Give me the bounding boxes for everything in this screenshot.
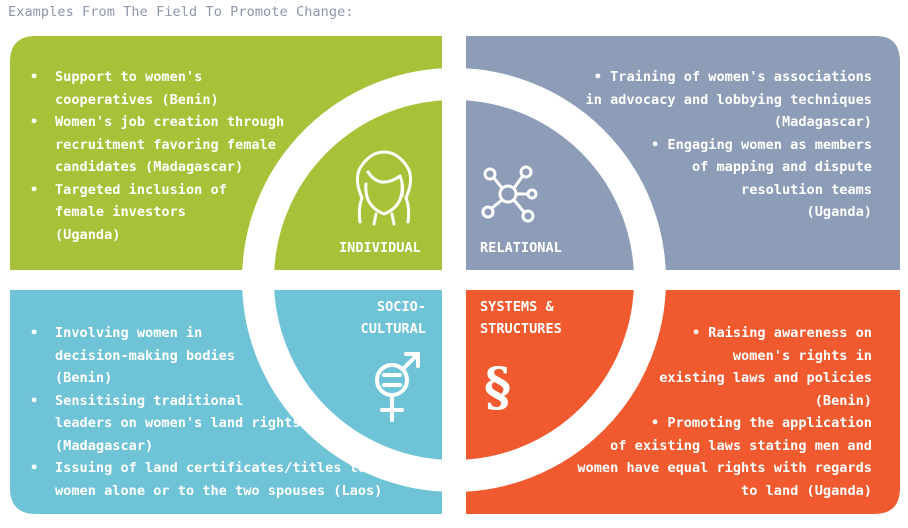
list-item-line: (Uganda) — [55, 226, 121, 243]
systems-label: SYSTEMS & STRUCTURES — [480, 296, 562, 340]
list-item-line: of mapping and dispute — [691, 159, 872, 175]
socio-cultural-text: Involving women in decision-making bodies… — [22, 322, 382, 502]
systems-text: • Raising awareness on women's rights in e… — [577, 322, 872, 502]
page-title: Examples From The Field To Promote Chang… — [8, 4, 354, 20]
list-item-line: women alone or to the two spouses (Laos) — [55, 482, 383, 499]
list-item-line: female investors — [55, 204, 186, 220]
list-item-line: Targeted inclusion of — [55, 181, 227, 198]
list-item-line: Issuing of land certificates/titles to — [55, 460, 366, 476]
individual-list: Support to women's cooperatives (Benin) Wo… — [22, 66, 284, 246]
relational-label: RELATIONAL — [480, 240, 562, 256]
list-item-line: (Madagascar) — [773, 114, 872, 130]
woman-face-icon — [355, 150, 413, 226]
individual-label: INDIVIDUAL — [339, 240, 421, 256]
list-item-line: resolution teams — [741, 181, 872, 198]
list-item-line: women's rights in — [732, 347, 872, 364]
individual-text: Support to women's cooperatives (Benin) Wo… — [22, 66, 284, 246]
list-item-line: cooperatives (Benin) — [55, 91, 219, 108]
list-item: • Promoting the application of existing l… — [577, 412, 872, 502]
systems-list: • Raising awareness on women's rights in e… — [577, 322, 872, 502]
list-item-line: to land (Uganda) — [741, 482, 872, 499]
list-item: Sensitising traditional leaders on women'… — [22, 390, 382, 458]
list-item-line: decision-making bodies — [55, 347, 236, 364]
list-item: Involving women in decision-making bodies… — [22, 322, 382, 390]
list-item-line: recruitment favoring female — [55, 136, 276, 153]
list-item: • Raising awareness on women's rights in e… — [577, 322, 872, 412]
list-item-line: Involving women in — [55, 325, 203, 341]
list-item-line: • Raising awareness on — [691, 325, 872, 341]
list-item-line: of existing laws stating men and — [610, 437, 872, 454]
list-item: Support to women's cooperatives (Benin) — [22, 66, 284, 111]
systems-quadrant — [466, 290, 900, 514]
list-item: • Engaging women as members of mapping an… — [586, 134, 872, 224]
socio-cultural-list: Involving women in decision-making bodies… — [22, 322, 382, 502]
relational-quadrant — [466, 36, 900, 270]
list-item-line: (Benin) — [55, 370, 113, 386]
horizontal-divider — [4, 270, 904, 290]
list-item-line: in advocacy and lobbying techniques — [585, 91, 872, 108]
list-item-line: • Training of women's associations — [593, 69, 872, 85]
network-nodes-icon — [481, 165, 538, 223]
list-item-line: leaders on women's land rights — [55, 415, 301, 431]
systems-label-line2: STRUCTURES — [480, 321, 562, 337]
list-item: Issuing of land certificates/titles to wo… — [22, 457, 382, 502]
list-item: Targeted inclusion of female investors (Ug… — [22, 179, 284, 247]
list-item-line: (Madagascar) — [55, 437, 154, 454]
list-item-line: existing laws and policies — [659, 370, 872, 386]
section-sign-icon: § — [484, 357, 512, 418]
list-item-line: Sensitising traditional — [55, 392, 244, 409]
list-item-line: Support to women's — [55, 69, 203, 85]
list-item-line: candidates (Madagascar) — [55, 159, 244, 175]
list-item-line: (Uganda) — [806, 204, 872, 220]
list-item-line: (Benin) — [814, 392, 872, 409]
list-item: • Training of women's associations in adv… — [586, 66, 872, 134]
list-item-line: women have equal rights with regards — [577, 460, 872, 476]
list-item-line: • Promoting the application — [651, 415, 872, 431]
list-item-line: Women's job creation through — [55, 114, 285, 130]
list-item-line: • Engaging women as members — [651, 136, 872, 153]
relational-list: • Training of women's associations in adv… — [586, 66, 872, 224]
list-item: Women's job creation through recruitment … — [22, 111, 284, 179]
socio-cultural-label-line1: SOCIO- — [376, 299, 426, 315]
relational-text: • Training of women's associations in adv… — [586, 66, 872, 224]
systems-label-line1: SYSTEMS & — [480, 299, 554, 315]
